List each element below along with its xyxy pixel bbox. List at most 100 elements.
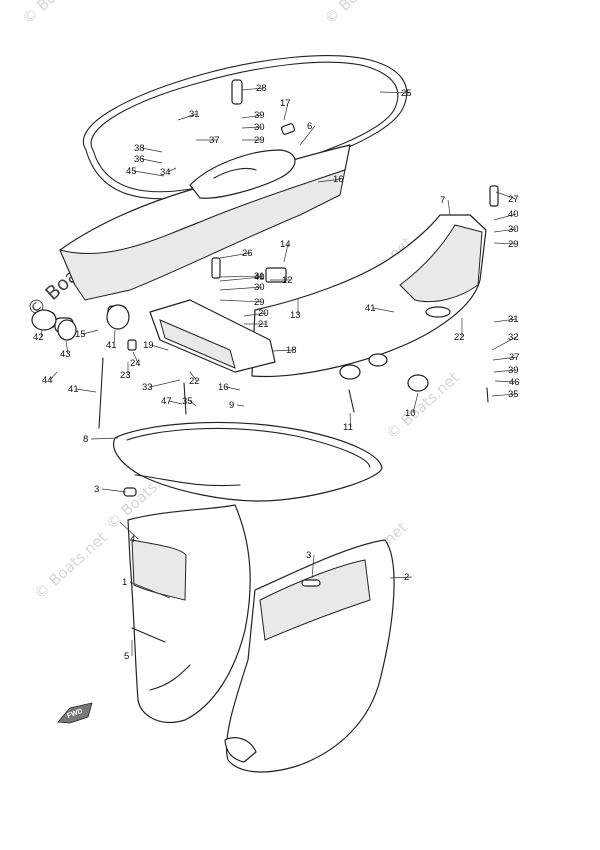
callout-1: 1: [122, 577, 127, 588]
callout-30: 30: [254, 282, 265, 293]
leader-line: [177, 113, 198, 121]
bottom-cowl-frame: [113, 421, 383, 502]
leader-line: [493, 213, 517, 221]
callout-43: 43: [60, 349, 71, 360]
leader-line: [119, 521, 139, 540]
leader-line: [141, 158, 163, 164]
callout-31: 31: [508, 314, 519, 325]
leader-line: [167, 167, 177, 173]
leader-line: [132, 351, 139, 364]
callout-29: 29: [254, 135, 265, 146]
leader-line: [311, 554, 315, 579]
callout-15: 15: [75, 329, 86, 340]
leader-line: [379, 91, 410, 94]
callout-8: 8: [83, 434, 88, 445]
callout-47: 47: [161, 396, 172, 407]
leader-line: [133, 170, 165, 177]
watermark: © Boats.net: [321, 0, 401, 28]
callout-20: 20: [258, 308, 269, 319]
callout-31: 31: [254, 271, 265, 282]
callout-3: 3: [306, 550, 311, 561]
leader-line: [129, 581, 171, 599]
leader-line: [40, 329, 43, 338]
leader-line: [113, 329, 116, 346]
callout-10: 10: [405, 408, 416, 419]
callout-46: 46: [509, 377, 520, 388]
callout-31: 31: [189, 109, 200, 120]
callout-45: 45: [126, 166, 137, 177]
leader-line: [317, 178, 342, 183]
callout-17: 17: [280, 98, 291, 109]
leader-line: [101, 488, 127, 493]
leader-line: [243, 312, 267, 317]
callout-5: 5: [124, 651, 129, 662]
leader-line: [141, 147, 163, 153]
leader-line: [189, 371, 198, 382]
leader-line: [189, 400, 197, 407]
leader-line: [150, 344, 169, 351]
callout-9: 9: [229, 400, 234, 411]
callout-13: 13: [290, 310, 301, 321]
leader-line: [219, 286, 263, 291]
callout-39: 39: [254, 110, 265, 121]
callout-39: 39: [508, 365, 519, 376]
leader-line: [349, 412, 352, 428]
leader-line: [241, 87, 265, 91]
callout-2: 2: [404, 572, 409, 583]
leader-line: [412, 392, 419, 414]
rear-cowl: [251, 214, 487, 380]
leader-line: [283, 102, 289, 121]
leader-line: [65, 340, 69, 355]
leader-line: [283, 243, 289, 263]
leader-line: [372, 307, 395, 313]
callout-30: 30: [254, 122, 265, 133]
leader-line: [82, 329, 99, 335]
callout-33: 33: [142, 382, 153, 393]
callout-18: 18: [286, 345, 297, 356]
leader-line: [494, 380, 518, 383]
callout-37: 37: [509, 352, 520, 363]
callout-36: 36: [134, 154, 145, 165]
watermark: © Boats.net: [19, 0, 99, 28]
leader-line: [219, 276, 263, 282]
leader-line: [90, 437, 119, 440]
leader-line: [219, 299, 263, 303]
callout-12: 12: [282, 275, 293, 286]
leader-line: [495, 191, 517, 200]
callout-32: 32: [508, 332, 519, 343]
callout-29: 29: [254, 297, 265, 308]
leader-line: [493, 318, 517, 323]
leader-line: [241, 114, 263, 119]
leader-line: [492, 356, 518, 361]
leader-line: [389, 576, 413, 579]
callout-40: 40: [508, 209, 519, 220]
leader-line: [241, 126, 263, 129]
callout-28: 28: [256, 83, 267, 94]
callout-42: 42: [33, 332, 44, 343]
leader-line: [493, 228, 517, 233]
leader-line: [447, 199, 451, 216]
leader-line: [219, 275, 263, 278]
callout-41: 41: [68, 384, 79, 395]
leader-line: [271, 349, 295, 352]
callout-16: 16: [218, 382, 229, 393]
right-lower-cowl: [224, 539, 395, 773]
leader-line: [299, 125, 316, 146]
callout-14: 14: [280, 239, 291, 250]
leader-line: [236, 404, 245, 407]
callout-40: 40: [254, 272, 265, 283]
leader-line: [168, 400, 183, 405]
callout-24: 24: [130, 358, 141, 369]
leader-line: [149, 379, 181, 388]
callout-38: 38: [134, 143, 145, 154]
callout-30: 30: [508, 224, 519, 235]
leader-line: [49, 371, 58, 381]
fwd-arrow: FWD: [57, 702, 93, 724]
leader-line: [491, 393, 517, 397]
leader-line: [225, 386, 241, 391]
leader-line: [491, 336, 517, 351]
leader-line: [75, 388, 97, 393]
callout-3: 3: [94, 484, 99, 495]
left-lower-cowl: [127, 504, 251, 724]
